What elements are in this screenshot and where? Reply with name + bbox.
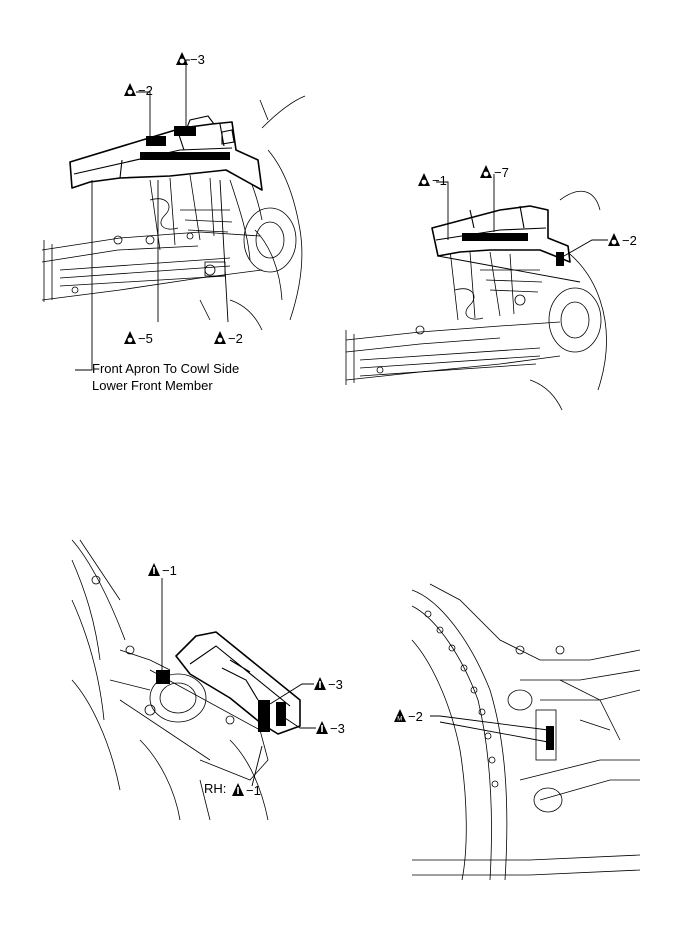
callout-line-2: Lower Front Member bbox=[92, 378, 213, 393]
weld-symbol-icon bbox=[480, 165, 492, 178]
fig1-label-2b: −2 bbox=[228, 331, 243, 346]
weld-symbol-icon bbox=[214, 331, 226, 344]
fig4-label-2: −2 bbox=[408, 709, 423, 724]
fig3-label-right-lower: −3 bbox=[316, 721, 345, 736]
fig1-callout-text: Front Apron To Cowl Side Lower Front Mem… bbox=[92, 360, 239, 394]
svg-text:M: M bbox=[397, 717, 402, 723]
fig2-label-mid: −7 bbox=[480, 165, 509, 180]
weld-symbol-icon bbox=[418, 173, 430, 186]
weld-spots-fig3 bbox=[156, 670, 286, 732]
callout-line-1: Front Apron To Cowl Side bbox=[92, 361, 240, 376]
body-structure-lines-fig3 bbox=[71, 539, 269, 821]
fig1-label-top-left: −2 bbox=[124, 83, 153, 98]
weld-symbol-m-icon bbox=[394, 709, 406, 722]
fig2-label-left: −1 bbox=[418, 173, 447, 188]
fig4-label-left: M −2 bbox=[394, 709, 423, 724]
fig3-label-top: −1 bbox=[148, 563, 177, 578]
body-structure-lines-fig2 bbox=[345, 190, 607, 411]
fig1-label-2a: −2 bbox=[138, 83, 153, 98]
fig2-label-7: −7 bbox=[494, 165, 509, 180]
weld-symbol-icon bbox=[608, 233, 620, 246]
leader-lines-fig3 bbox=[161, 578, 316, 787]
fig3-label-1b: −1 bbox=[246, 783, 261, 798]
leader-lines-fig4 bbox=[430, 715, 549, 743]
fig2-label-2: −2 bbox=[622, 233, 637, 248]
weld-symbol-icon bbox=[124, 83, 136, 96]
fig1-label-top: −3 bbox=[176, 52, 205, 67]
body-structure-lines-fig4 bbox=[411, 583, 641, 881]
leader-lines-fig1 bbox=[75, 59, 229, 371]
fig1-label-bottom-right: −2 bbox=[214, 331, 243, 346]
weld-spots-fig2 bbox=[462, 233, 564, 266]
weld-spots-fig4 bbox=[546, 726, 554, 750]
fig1-label-3: −3 bbox=[190, 52, 205, 67]
fig3-label-3b: −3 bbox=[330, 721, 345, 736]
fig3-label-1: −1 bbox=[162, 563, 177, 578]
weld-symbol-icon bbox=[176, 52, 188, 65]
fig3-label-right-upper: −3 bbox=[314, 677, 343, 692]
fig1-label-5: −5 bbox=[138, 331, 153, 346]
weld-symbol-icon bbox=[124, 331, 136, 344]
fig3-rh-prefix: RH: bbox=[204, 781, 227, 796]
body-structure-lines bbox=[41, 95, 306, 331]
fig3-label-3a: −3 bbox=[328, 677, 343, 692]
fig2-label-1: −1 bbox=[432, 173, 447, 188]
fig3-label-bottom: −1 bbox=[232, 783, 261, 798]
weld-spots-fig1 bbox=[140, 126, 230, 160]
leader-lines-fig2 bbox=[436, 174, 608, 283]
fig2-label-right: −2 bbox=[608, 233, 637, 248]
fig1-label-bottom-left: −5 bbox=[124, 331, 153, 346]
